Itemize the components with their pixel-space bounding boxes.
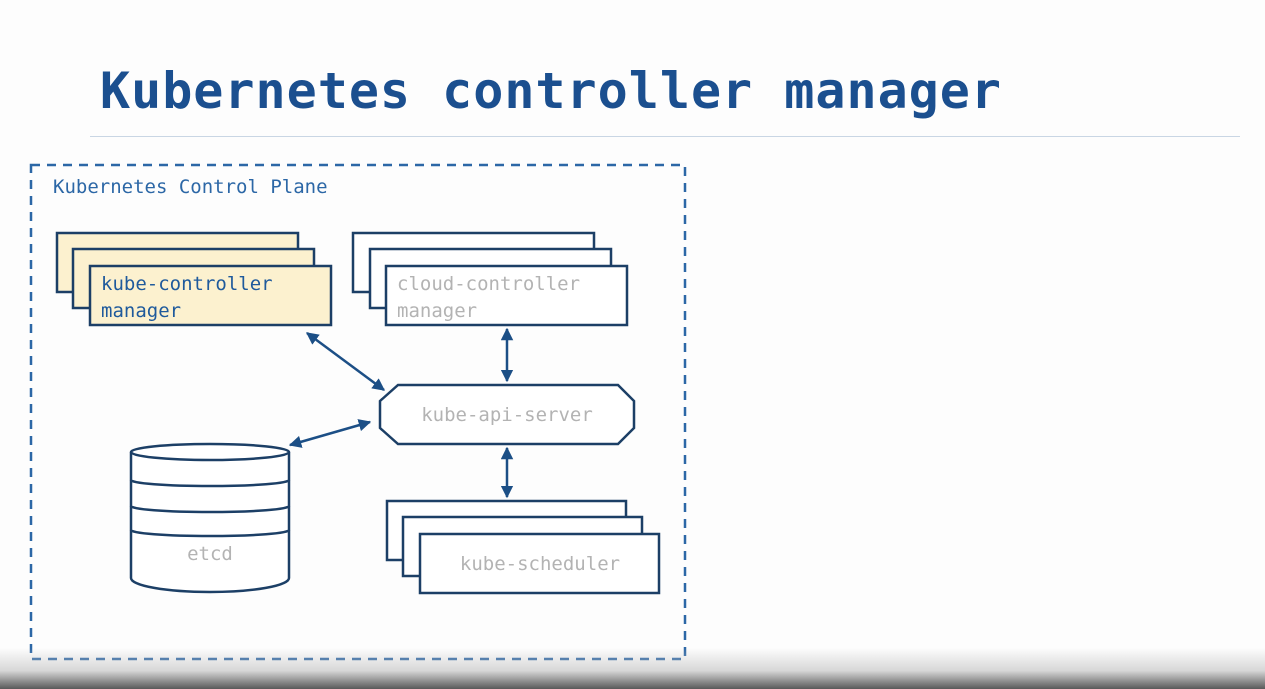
- connector-kcm-to-api: [305, 331, 386, 392]
- kube-api-server-node: kube-api-server: [378, 383, 636, 446]
- kcm-stack-front: [88, 264, 333, 327]
- etcd-ring-2: [129, 505, 291, 514]
- kube-controller-manager-node: kube-controller manager: [55, 231, 333, 327]
- kube-scheduler-node: kube-scheduler: [385, 499, 661, 595]
- scheduler-label: kube-scheduler: [460, 553, 620, 575]
- etcd-cylinder-top: [129, 442, 291, 462]
- etcd-node: etcd: [129, 442, 291, 594]
- slide-title: Kubernetes controller manager: [100, 62, 1002, 120]
- api-server-label: kube-api-server: [421, 404, 593, 426]
- cloud-controller-manager-node: cloud-controller manager: [351, 231, 629, 327]
- scheduler-stack-front: [418, 532, 661, 595]
- etcd-label: etcd: [187, 543, 233, 565]
- title-divider: [90, 136, 1240, 137]
- ccm-label-line1: cloud-controller: [397, 273, 580, 295]
- ccm-label-line2: manager: [397, 300, 477, 322]
- kcm-label-line1: kube-controller: [101, 273, 273, 295]
- video-bottom-shade: [0, 648, 1265, 689]
- connector-etcd-to-api: [288, 419, 372, 448]
- etcd-cylinder-body: [129, 452, 291, 594]
- ccm-stack-front: [384, 264, 629, 327]
- kcm-label-line2: manager: [101, 300, 181, 322]
- etcd-ring-1: [129, 479, 291, 488]
- control-plane-label: Kubernetes Control Plane: [53, 176, 328, 198]
- etcd-ring-3: [129, 529, 291, 538]
- api-server-shape: [378, 383, 636, 446]
